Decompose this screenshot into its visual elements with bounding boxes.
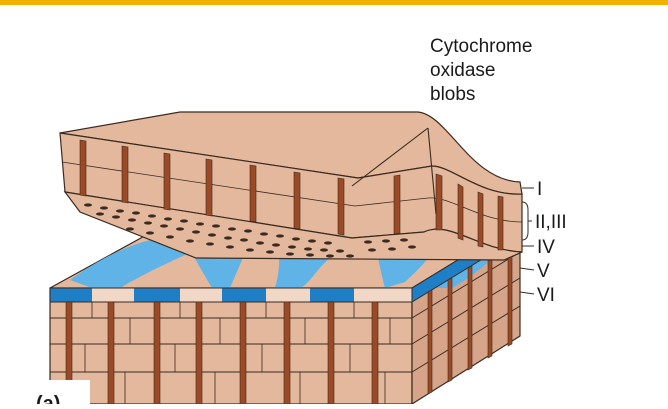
layer-iv-front-band [50,288,412,302]
layer-labels: I II,III IV V VI [520,179,567,306]
callout-label-line2: oxidase [430,60,496,81]
layer-label-vi: VI [537,285,555,306]
callout-label-line3: blobs [430,84,475,105]
panel-label: (a) [36,393,60,404]
bottom-slab-front [50,288,412,404]
callout-label-line1: Cytochrome [430,36,532,57]
layer-label-v: V [537,261,550,282]
top-accent-bar [0,0,668,5]
layer-label-iv: IV [537,237,555,258]
layer-label-ii-iii: II,III [535,212,567,233]
layer-label-i: I [537,179,542,200]
top-slab [60,112,522,260]
